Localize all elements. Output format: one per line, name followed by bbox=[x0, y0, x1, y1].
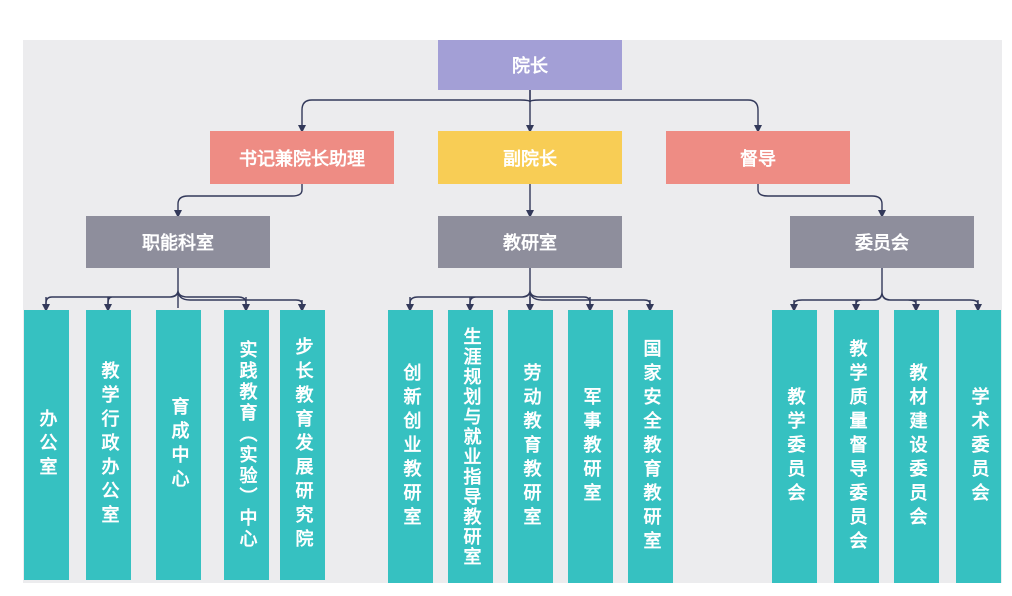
unit-national-security: 国家安全教育教研室 bbox=[628, 310, 673, 583]
unit-label: 办公室 bbox=[36, 409, 58, 481]
root-node-dean: 院长 bbox=[438, 40, 622, 90]
node-committees: 委员会 bbox=[790, 216, 974, 268]
unit-label: 实践教育（实验）中心 bbox=[236, 340, 258, 550]
unit-label: 劳动教育教研室 bbox=[520, 362, 542, 531]
unit-label: 教学行政办公室 bbox=[98, 361, 120, 529]
unit-label: 教学质量督导委员会 bbox=[846, 338, 868, 555]
unit-office: 办公室 bbox=[24, 310, 69, 580]
node-party-secretary-assistant: 书记兼院长助理 bbox=[210, 131, 394, 184]
unit-incubation-center: 育成中心 bbox=[156, 310, 201, 580]
node-label: 督导 bbox=[740, 148, 776, 170]
node-label: 教研室 bbox=[503, 233, 557, 254]
unit-teaching-admin-office: 教学行政办公室 bbox=[86, 310, 131, 580]
node-functional-departments: 职能科室 bbox=[86, 216, 270, 268]
node-label: 书记兼院长助理 bbox=[239, 148, 365, 170]
unit-buchang-education-institute: 步长教育发展研究院 bbox=[280, 310, 325, 580]
unit-label: 教学委员会 bbox=[784, 386, 806, 507]
unit-textbook-committee: 教材建设委员会 bbox=[894, 310, 939, 583]
unit-label: 军事教研室 bbox=[580, 386, 602, 507]
root-node-label: 院长 bbox=[512, 56, 548, 77]
unit-label: 步长教育发展研究院 bbox=[292, 337, 314, 553]
unit-label: 生涯规划与就业指导教研室 bbox=[460, 326, 482, 567]
unit-career-planning: 生涯规划与就业指导教研室 bbox=[448, 310, 493, 583]
unit-teaching-committee: 教学委员会 bbox=[772, 310, 817, 583]
unit-label: 学术委员会 bbox=[968, 386, 990, 507]
unit-quality-supervision-committee: 教学质量督导委员会 bbox=[834, 310, 879, 583]
unit-academic-committee: 学术委员会 bbox=[956, 310, 1001, 583]
unit-label: 国家安全教育教研室 bbox=[640, 338, 662, 555]
unit-label: 教材建设委员会 bbox=[906, 362, 928, 531]
node-label: 委员会 bbox=[855, 233, 909, 254]
node-supervisor: 督导 bbox=[666, 131, 850, 184]
node-label: 副院长 bbox=[503, 148, 557, 170]
unit-labor-education: 劳动教育教研室 bbox=[508, 310, 553, 583]
unit-innovation-entrepreneurship: 创新创业教研室 bbox=[388, 310, 433, 583]
node-vice-dean: 副院长 bbox=[438, 131, 622, 184]
node-teaching-research-offices: 教研室 bbox=[438, 216, 622, 268]
unit-label: 创新创业教研室 bbox=[400, 362, 422, 531]
unit-military: 军事教研室 bbox=[568, 310, 613, 583]
unit-practice-education-center: 实践教育（实验）中心 bbox=[224, 310, 269, 580]
unit-label: 育成中心 bbox=[168, 397, 190, 493]
node-label: 职能科室 bbox=[142, 233, 214, 254]
